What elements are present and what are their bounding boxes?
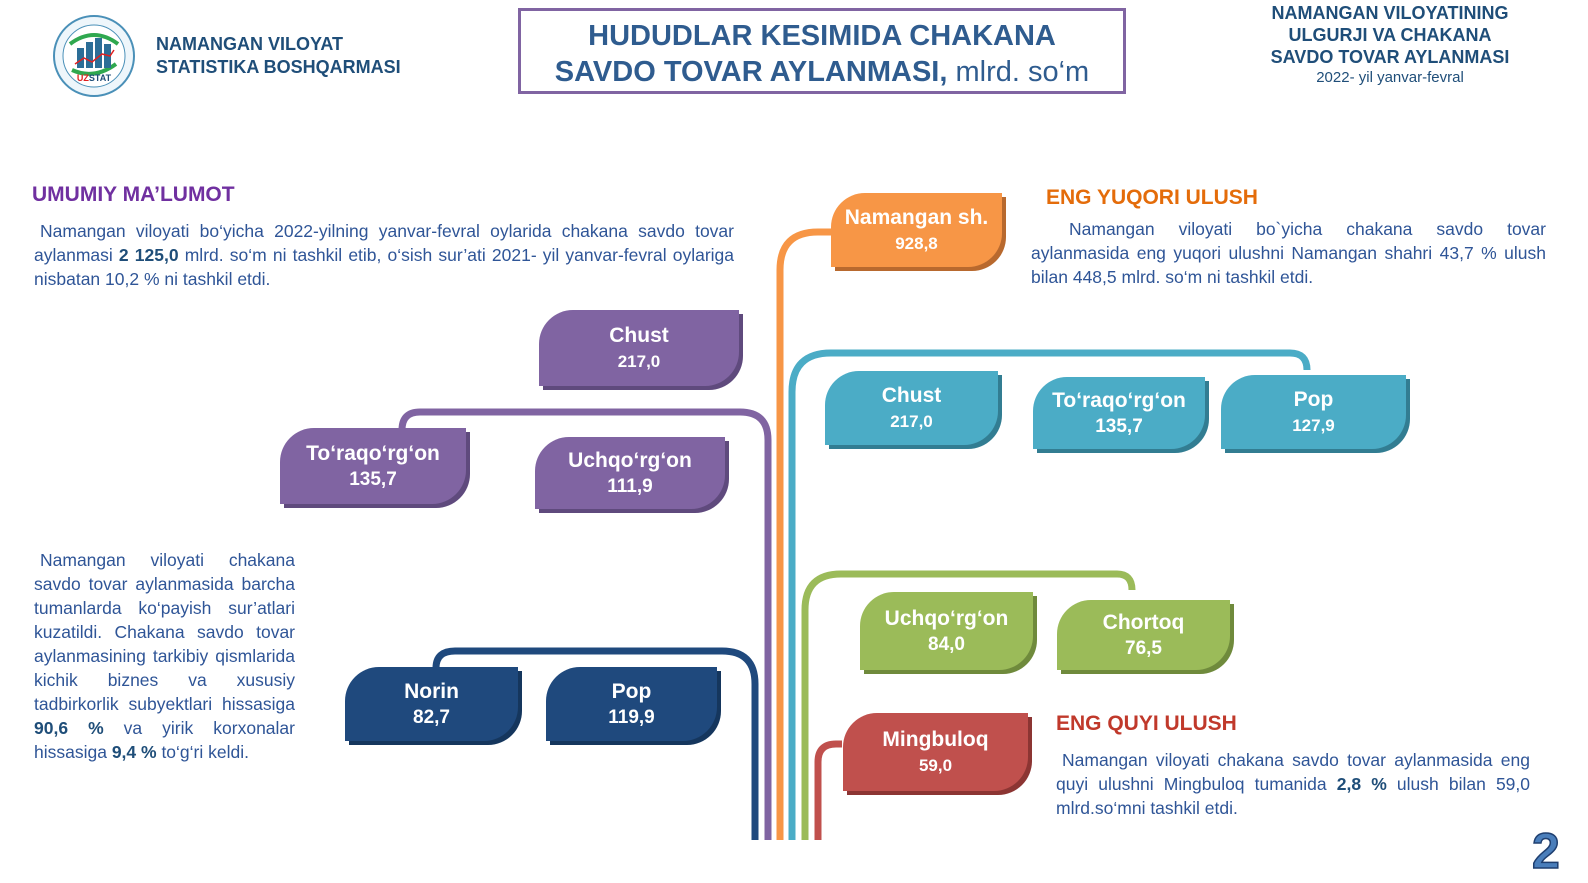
node-name: Mingbuloq [882,727,989,751]
node-green-uchqorgon: Uchqo‘rg‘on 84,0 [860,592,1033,670]
node-name: Pop [611,679,652,703]
lowest-share-text-part: ulush bilan 59,0 mlrd.so‘mni tashkil etd… [1056,774,1530,818]
node-purple-chust: Chust 217,0 [539,310,739,386]
node-teal-toraqorgon: To‘raqo‘rg‘on 135,7 [1033,377,1205,449]
page-title-line1: HUDUDLAR KESIMIDA CHAKANA [588,20,1056,52]
general-info-text-part: Namangan viloyati bo‘yicha 2022-yilning … [34,221,734,265]
node-value: 76,5 [1125,637,1162,659]
green-connector [801,570,1136,840]
node-name: Chust [609,323,669,347]
node-purple-uchqorgon: Uchqo‘rg‘on 111,9 [535,437,725,509]
lowest-share-text: Namangan viloyati chakana savdo tovar ay… [1056,748,1530,820]
node-name: Chortoq [1102,610,1185,634]
structure-note-text: Namangan viloyati chakana savdo tovar ay… [34,548,295,764]
node-name: To‘raqo‘rg‘on [1052,388,1186,412]
svg-text:UZSTAT: UZSTAT [77,73,112,83]
node-name: Namangan sh. [844,205,989,229]
large-enterprise-share: 9,4 % [111,742,157,762]
highest-share-text-body: Namangan viloyati bo`yicha chakana savdo… [1031,219,1546,287]
org-name-line2: STATISTIKA BOSHQARMASI [156,57,401,77]
node-red-mingbuloq: Mingbuloq 59,0 [843,713,1028,791]
node-value: 217,0 [890,411,933,431]
node-value: 119,9 [608,706,655,728]
node-name: Norin [404,679,459,703]
teal-connector [788,349,1311,840]
node-orange-namangan-city: Namangan sh. 928,8 [831,193,1002,267]
report-heading-line3: SAVDO TOVAR AYLANMASI [1270,47,1510,67]
general-info-text: Namangan viloyati bo‘yicha 2022-yilning … [34,219,734,291]
report-heading: NAMANGAN VILOYATINING ULGURJI VA CHAKANA… [1230,2,1550,88]
node-value: 135,7 [349,468,397,490]
node-navy-pop: Pop 119,9 [546,667,717,741]
red-connector [814,740,842,840]
page-title-box: HUDUDLAR KESIMIDA CHAKANA SAVDO TOVAR AY… [518,8,1126,94]
lowest-share-heading: ENG QUYI ULUSH [1056,712,1237,735]
report-heading-line2: ULGURJI VA CHAKANA [1288,25,1492,45]
purple-connector [398,408,772,840]
orange-connector [776,228,838,840]
uzstat-logo: UZSTAT [52,14,136,98]
highest-share-text: Namangan viloyati bo`yicha chakana savdo… [1031,217,1546,289]
highest-share-heading: ENG YUQORI ULUSH [1046,186,1258,209]
node-value: 111,9 [607,475,653,497]
small-business-share: 90,6 % [34,718,104,738]
node-value: 135,7 [1095,415,1143,437]
node-value: 217,0 [617,351,661,371]
node-name: Uchqo‘rg‘on [568,448,692,472]
general-info-text-part: mlrd. so‘m ni tashkil etib, o‘sish sur’a… [34,245,735,289]
total-turnover-value: 2 125,0 [118,245,179,265]
report-period: 2022- yil yanvar-fevral [1316,69,1464,86]
node-purple-toraqorgon: To‘raqo‘rg‘on 135,7 [280,428,466,504]
node-name: Pop [1293,387,1334,411]
lowest-share-value: 2,8 % [1336,774,1387,794]
node-name: To‘raqo‘rg‘on [306,441,440,465]
structure-note-part: va yirik korxonalar hissasiga [34,718,295,762]
org-name-line1: NAMANGAN VILOYAT [156,34,344,54]
general-info-heading: UMUMIY MA’LUMOT [32,183,235,206]
node-teal-pop: Pop 127,9 [1221,375,1406,449]
page-title-line2: SAVDO TOVAR AYLANMASI, mlrd. so‘m [521,54,1123,90]
node-green-chortoq: Chortoq 76,5 [1057,600,1230,670]
page-title-unit: mlrd. so‘m [947,56,1090,88]
lowest-share-text-part: Namangan viloyati chakana savdo tovar ay… [1056,750,1530,794]
node-value: 82,7 [413,706,450,728]
page-number: 2 [1531,822,1560,880]
node-name: Uchqo‘rg‘on [884,606,1009,630]
node-value: 84,0 [928,633,965,655]
structure-note-part: Namangan viloyati chakana savdo tovar ay… [34,550,295,714]
structure-note-part: to‘g‘ri keldi. [156,742,249,762]
node-navy-norin: Norin 82,7 [345,667,518,741]
uzstat-logo-icon: UZSTAT [53,15,135,97]
node-value: 127,9 [1292,415,1335,435]
node-teal-chust: Chust 217,0 [825,371,998,445]
node-value: 928,8 [895,233,938,253]
navy-connector [432,647,759,840]
node-value: 59,0 [918,755,953,775]
report-heading-line1: NAMANGAN VILOYATINING [1271,3,1509,23]
org-name: NAMANGAN VILOYAT STATISTIKA BOSHQARMASI [156,33,401,79]
node-name: Chust [881,383,942,407]
page-title-main: SAVDO TOVAR AYLANMASI, [554,56,948,88]
